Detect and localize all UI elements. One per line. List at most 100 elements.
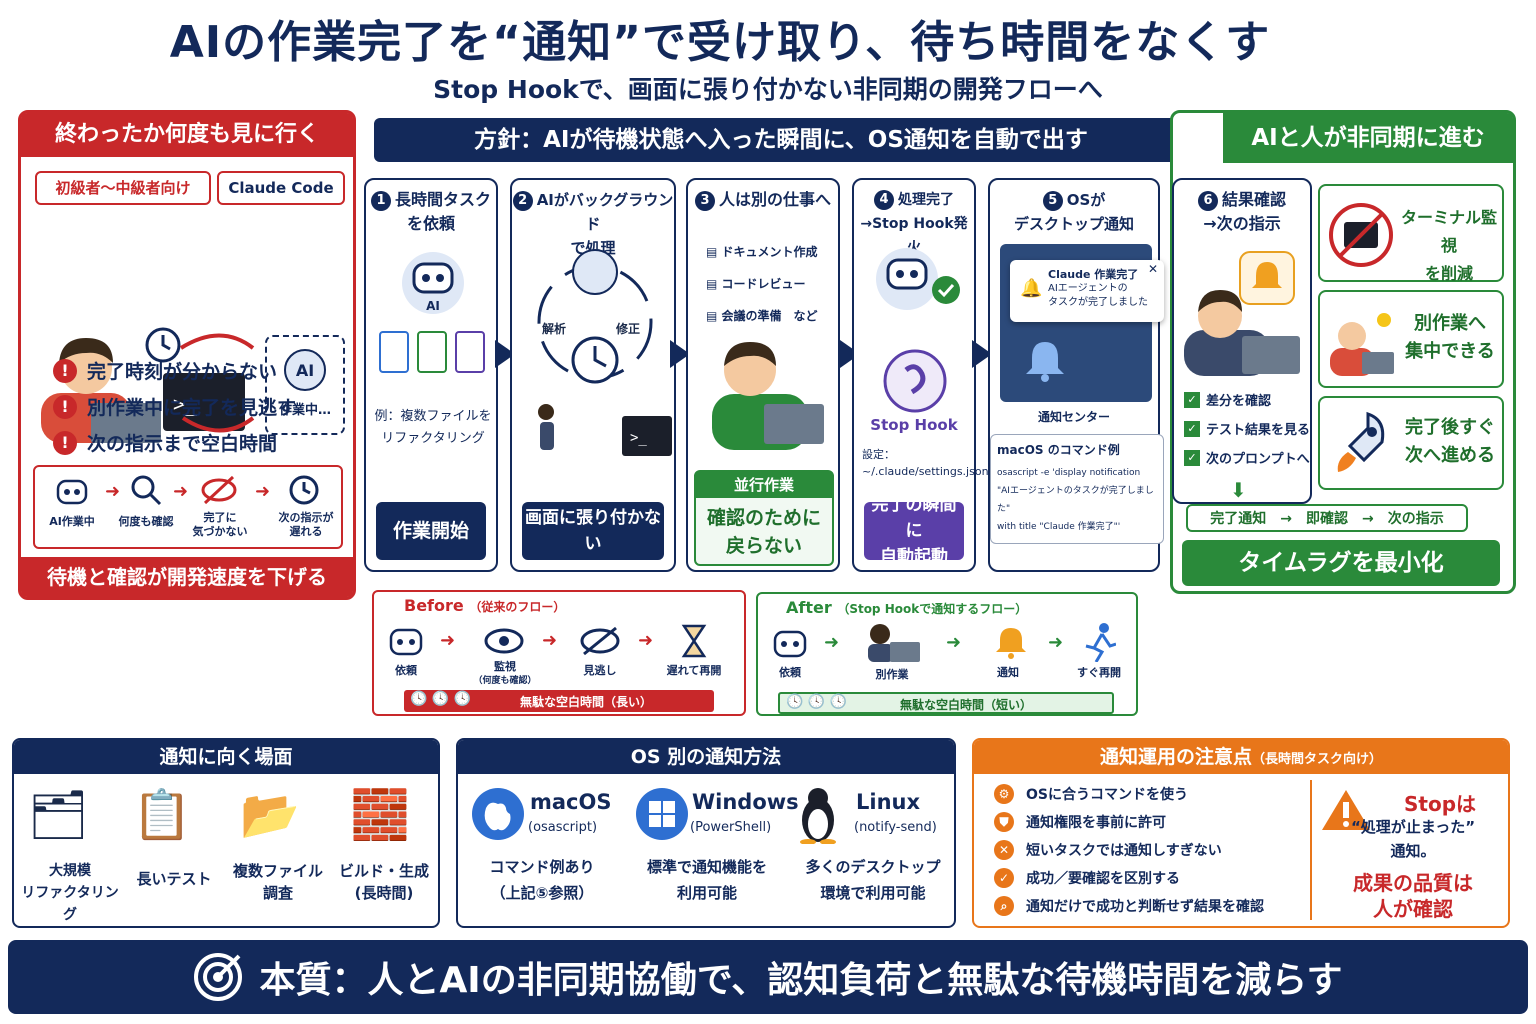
caution-subtitle: （長時間タスク向け）: [1252, 752, 1383, 767]
stop-note-3: 通知。: [1390, 842, 1436, 860]
no-terminal-icon: [1329, 203, 1393, 267]
hook-label: Stop Hook: [870, 416, 958, 434]
fix-label: 修正: [616, 322, 641, 336]
caution-text: 通知だけで成功と判断せず結果を確認: [1026, 899, 1264, 915]
arrow-icon: ➜: [946, 632, 962, 653]
working-label: 作業中…: [278, 403, 331, 418]
before-title: Before: [404, 596, 464, 615]
target-icon: [194, 953, 243, 1001]
benefit-card: ターミナル監視 を削減: [1318, 184, 1504, 283]
terminal-icon: >_: [163, 373, 245, 431]
step-title-text: 人は別の仕事へ: [718, 190, 831, 209]
check-item: ✓次のプロンプトへ: [1184, 448, 1310, 467]
check-list: ✓差分を確認 ✓テスト結果を見る ✓次のプロンプトへ: [1184, 390, 1310, 477]
close-icon[interactable]: ✕: [1147, 262, 1158, 276]
svg-text:AI: AI: [296, 361, 314, 380]
step-number: 1: [370, 190, 391, 211]
flow-label: すぐ再開: [1077, 666, 1121, 679]
check-item: ✓差分を確認: [1184, 390, 1310, 409]
person-laptop-icon: [868, 624, 920, 662]
task-text: コードレビュー: [721, 277, 806, 291]
notification-body: AIエージェントの タスクが完了しました: [1048, 283, 1148, 308]
step-title-text: 長時間タスク を依頼: [394, 190, 491, 233]
idle-time-bar: 🕓 🕓 🕓 無駄な空白時間（長い）: [404, 690, 714, 712]
benefit-card: 完了後すぐ 次へ進める: [1318, 396, 1504, 490]
clock-icon: 🕓 🕓 🕓: [410, 691, 472, 707]
bell-icon: [996, 628, 1026, 659]
os-desc: 標準で通知機能を 利用可能: [646, 858, 767, 902]
caution-text: 短いタスクでは通知しすぎない: [1026, 843, 1222, 859]
check-icon: ✓: [1184, 449, 1200, 466]
step-note: 例：複数ファイルを リファクタリング: [374, 409, 492, 446]
caution-text: 通知権限を事前に許可: [1026, 815, 1166, 831]
hook-icon: [883, 349, 947, 413]
flow-label: 依頼: [395, 664, 417, 677]
flow-label: 何度も確認: [118, 515, 174, 528]
gear-icon: ⚙: [994, 784, 1014, 804]
flow-label: AI作業中: [49, 515, 95, 528]
check-icon: ✓: [994, 868, 1014, 888]
eye-off-icon: [580, 626, 620, 656]
os-desc: コマンド例あり （上記⑤参照）: [489, 858, 595, 902]
arrow-icon: [670, 340, 690, 368]
problem-flow: AI作業中 何度も確認 完了に 気づかない 次の指示が 遅れる ➜ ➜ ➜: [33, 465, 343, 549]
command-header: macOS のコマンド例: [997, 443, 1120, 457]
policy-banner: 方針：AIが待機状態へ入った瞬間に、OS通知を自動で出す: [374, 118, 1188, 162]
async-footer: タイムラグを最小化: [1182, 540, 1500, 586]
scene-label: 大規模 リファクタリング: [21, 863, 119, 923]
step-number: 5: [1042, 190, 1063, 211]
step-title-text: 結果確認 →次の指示: [1203, 190, 1286, 233]
exclamation-icon: !: [53, 394, 77, 419]
flow-label: 見逃し: [583, 664, 617, 677]
robot-icon: [773, 630, 807, 658]
benefit-text: ターミナル監視 を削減: [1400, 208, 1497, 283]
async-header: AIと人が非同期に進む: [1223, 113, 1513, 163]
eye-off-icon: [201, 475, 237, 505]
caution-panel: 通知運用の注意点（長時間タスク向け） ⚙OSに合うコマンドを使う ⛊通知権限を事…: [972, 738, 1510, 928]
arrow-icon: ➜: [824, 632, 840, 653]
step-footer: 完了の瞬間に 自動起動: [864, 495, 964, 567]
os-desc: 多くのデスクトップ 環境で利用可能: [805, 858, 941, 902]
exclamation-icon: !: [53, 358, 77, 383]
build-blocks-icon: 🧱: [350, 787, 410, 843]
robot-check-icon: [876, 248, 960, 310]
clock-icon: 🕓 🕓 🕓: [786, 694, 848, 710]
divider: [1310, 780, 1312, 920]
notification-card[interactable]: Claude 作業完了 AIエージェントの タスクが完了しました ✕ 🔔: [1010, 260, 1164, 322]
code-file-icon: [379, 331, 485, 373]
caution-header: 通知運用の注意点（長時間タスク向け）: [974, 740, 1508, 774]
benefit-text: 完了後すぐ 次へ進める: [1405, 417, 1495, 466]
after-title: After: [786, 598, 832, 617]
robot-icon: [56, 479, 88, 505]
page-title: AIの作業完了を“通知”で受け取り、待ち時間をなくす: [169, 17, 1271, 68]
bell-icon: 🔔: [1020, 278, 1043, 299]
flow-label: 依頼: [779, 666, 801, 679]
command-text: osascript -e 'display notification "AIエー…: [997, 468, 1154, 532]
svg-text:>_: >_: [630, 430, 647, 446]
os-tool: (osascript): [528, 820, 598, 835]
windows-icon: [636, 788, 688, 840]
idle-time-label: 無駄な空白時間（短い）: [900, 698, 1033, 712]
check-icon: ✓: [1184, 391, 1200, 408]
caution-item: ⌕通知だけで成功と判断せず結果を確認: [994, 896, 1264, 916]
warning-text: 別作業中に完了を見逃す: [87, 397, 297, 419]
parallel-box: 並行作業 確認のために 戻らない: [694, 470, 834, 566]
page-subtitle: Stop Hookで、画面に張り付かない非同期の開発フローへ: [433, 75, 1103, 104]
stop-note-1: Stopは: [1403, 792, 1477, 816]
scene-label: ビルド・生成 (長時間): [338, 862, 429, 902]
step-number: 4: [874, 190, 894, 210]
arrow-icon: ➜: [638, 630, 654, 651]
step-title-text: OSが デスクトップ通知: [1013, 191, 1134, 233]
exclamation-icon: !: [53, 430, 77, 455]
os-name: Linux: [856, 790, 921, 814]
after-subtitle: （Stop Hookで通知するフロー）: [837, 602, 1028, 616]
task-list: ▤ ドキュメント作成 ▤ コードレビュー ▤ 会議の準備 など: [706, 236, 818, 332]
